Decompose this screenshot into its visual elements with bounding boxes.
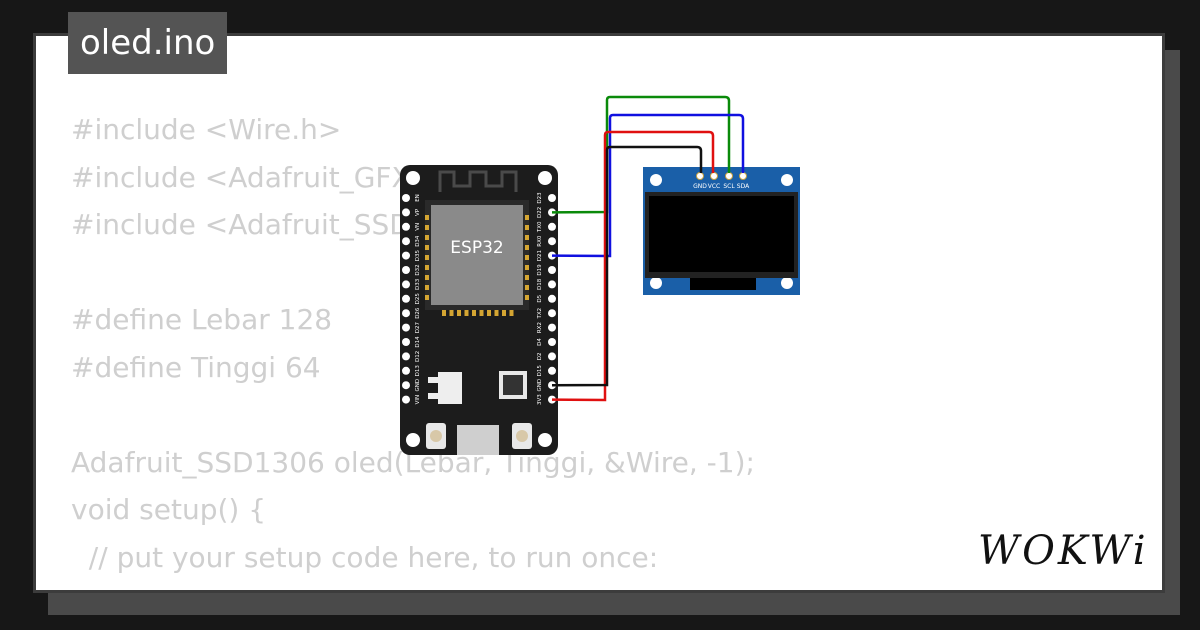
esp32-pin-en[interactable] — [402, 194, 410, 202]
esp32-pin-d2[interactable] — [548, 352, 556, 361]
oled-pin-sda[interactable] — [739, 172, 747, 180]
code-line: void setup() { — [71, 493, 267, 526]
code-line: #define Tinggi 64 — [71, 350, 321, 384]
esp32-pin-d32[interactable] — [402, 266, 410, 274]
esp32-chip-label: ESP32 — [450, 238, 503, 258]
oled-pin-label: SCL — [723, 183, 735, 190]
esp32-pin-label: TX2 — [537, 308, 543, 320]
esp32-pin-d23[interactable] — [548, 194, 556, 202]
esp32-pin-label: EN — [415, 194, 421, 202]
esp32-pin-d34[interactable] — [402, 237, 410, 246]
esp32-pin-label: GND — [537, 379, 543, 392]
wire-sda — [551, 113, 745, 258]
esp32-pin-label: RX2 — [537, 322, 543, 333]
esp32-pin-label: TX0 — [537, 221, 543, 233]
esp32-pin-d26[interactable] — [402, 309, 410, 318]
oled-pin-gnd[interactable] — [696, 172, 704, 180]
esp32-pin-d33[interactable] — [402, 280, 410, 289]
esp32-pin-label: D18 — [537, 278, 543, 290]
esp32-pin-label: VP — [415, 208, 421, 216]
esp32-pin-label: VN — [415, 223, 421, 231]
oled-screen — [649, 196, 794, 272]
esp32-pin-d25[interactable] — [402, 294, 410, 303]
oled-pin-scl[interactable] — [725, 172, 733, 180]
esp32-pin-label: D12 — [415, 351, 421, 362]
code-line: #include <Wire.h> — [71, 113, 342, 146]
esp32-pin-tx0[interactable] — [548, 222, 556, 231]
file-name-tab: oled.ino — [68, 12, 228, 74]
esp32-pin-d13[interactable] — [402, 366, 410, 375]
esp32-pin-vn[interactable] — [402, 222, 410, 231]
esp32-pin-label: D22 — [537, 207, 543, 218]
wire-gnd — [551, 145, 703, 387]
oled-pin-label: SDA — [737, 183, 750, 190]
esp32-pin-label: D23 — [537, 192, 543, 204]
esp32-pin-label: D32 — [415, 264, 421, 275]
esp32-pin-label: GND — [415, 379, 421, 392]
esp32-pin-label: D21 — [537, 250, 543, 261]
wire-vcc — [551, 130, 715, 402]
esp32-pin-d4[interactable] — [548, 338, 556, 346]
esp32-pin-d35[interactable] — [402, 251, 410, 260]
esp32-pin-label: 3V3 — [537, 394, 543, 405]
esp32-pin-d5[interactable] — [548, 294, 556, 303]
esp32-pin-label: D27 — [415, 321, 421, 333]
esp32-pin-rx2[interactable] — [548, 323, 556, 332]
esp32-pin-d14[interactable] — [402, 338, 410, 346]
oled-pin-label: VCC — [708, 183, 720, 190]
esp32-pin-label: D15 — [537, 365, 543, 377]
esp32-pin-label: D2 — [537, 353, 543, 361]
wires — [551, 95, 745, 402]
esp32-pin-label: RX0 — [537, 235, 543, 247]
esp32-pin-label: D5 — [537, 294, 543, 302]
esp32-pin-vin[interactable] — [402, 395, 410, 404]
esp32-pin-label: D25 — [415, 293, 421, 305]
esp32-pin-d15[interactable] — [548, 366, 556, 375]
code-line: // put your setup code here, to run once… — [71, 540, 659, 574]
esp32-pin-label: D35 — [415, 249, 421, 261]
oled-pin-vcc[interactable] — [710, 172, 718, 180]
esp32-board[interactable]: ESP32 ENVPVND34D35D32D33D25D26D27D14D12D… — [400, 165, 558, 455]
esp32-pin-label: D34 — [415, 235, 421, 247]
esp32-pin-d27[interactable] — [402, 323, 410, 332]
code-line: Serial.begin(9600); — [71, 581, 755, 590]
esp32-pin-gnd[interactable] — [402, 381, 410, 390]
esp32-pin-vp[interactable] — [402, 208, 410, 217]
esp32-pin-d12[interactable] — [402, 352, 410, 361]
wire-scl — [551, 95, 731, 214]
esp32-pin-d19[interactable] — [548, 266, 556, 274]
esp32-pin-tx2[interactable] — [548, 309, 556, 318]
oled-pin-label: GND — [693, 183, 707, 190]
esp32-pin-label: D33 — [415, 278, 421, 290]
esp32-pin-label: D26 — [415, 307, 421, 319]
esp32-pin-label: D4 — [537, 338, 543, 346]
preview-card: #include <Wire.h>#include <Adafruit_GFX.… — [33, 33, 1165, 593]
wokwi-logo: WOKWi — [978, 528, 1149, 574]
esp32-pin-d18[interactable] — [548, 280, 556, 289]
esp32-pin-label: D13 — [415, 365, 421, 377]
esp32-pin-label: D19 — [537, 264, 543, 276]
esp32-pin-label: VIN — [415, 395, 421, 405]
esp32-pin-rx0[interactable] — [548, 237, 556, 246]
esp32-pin-label: D14 — [415, 336, 421, 348]
code-line: #define Lebar 128 — [71, 303, 333, 336]
